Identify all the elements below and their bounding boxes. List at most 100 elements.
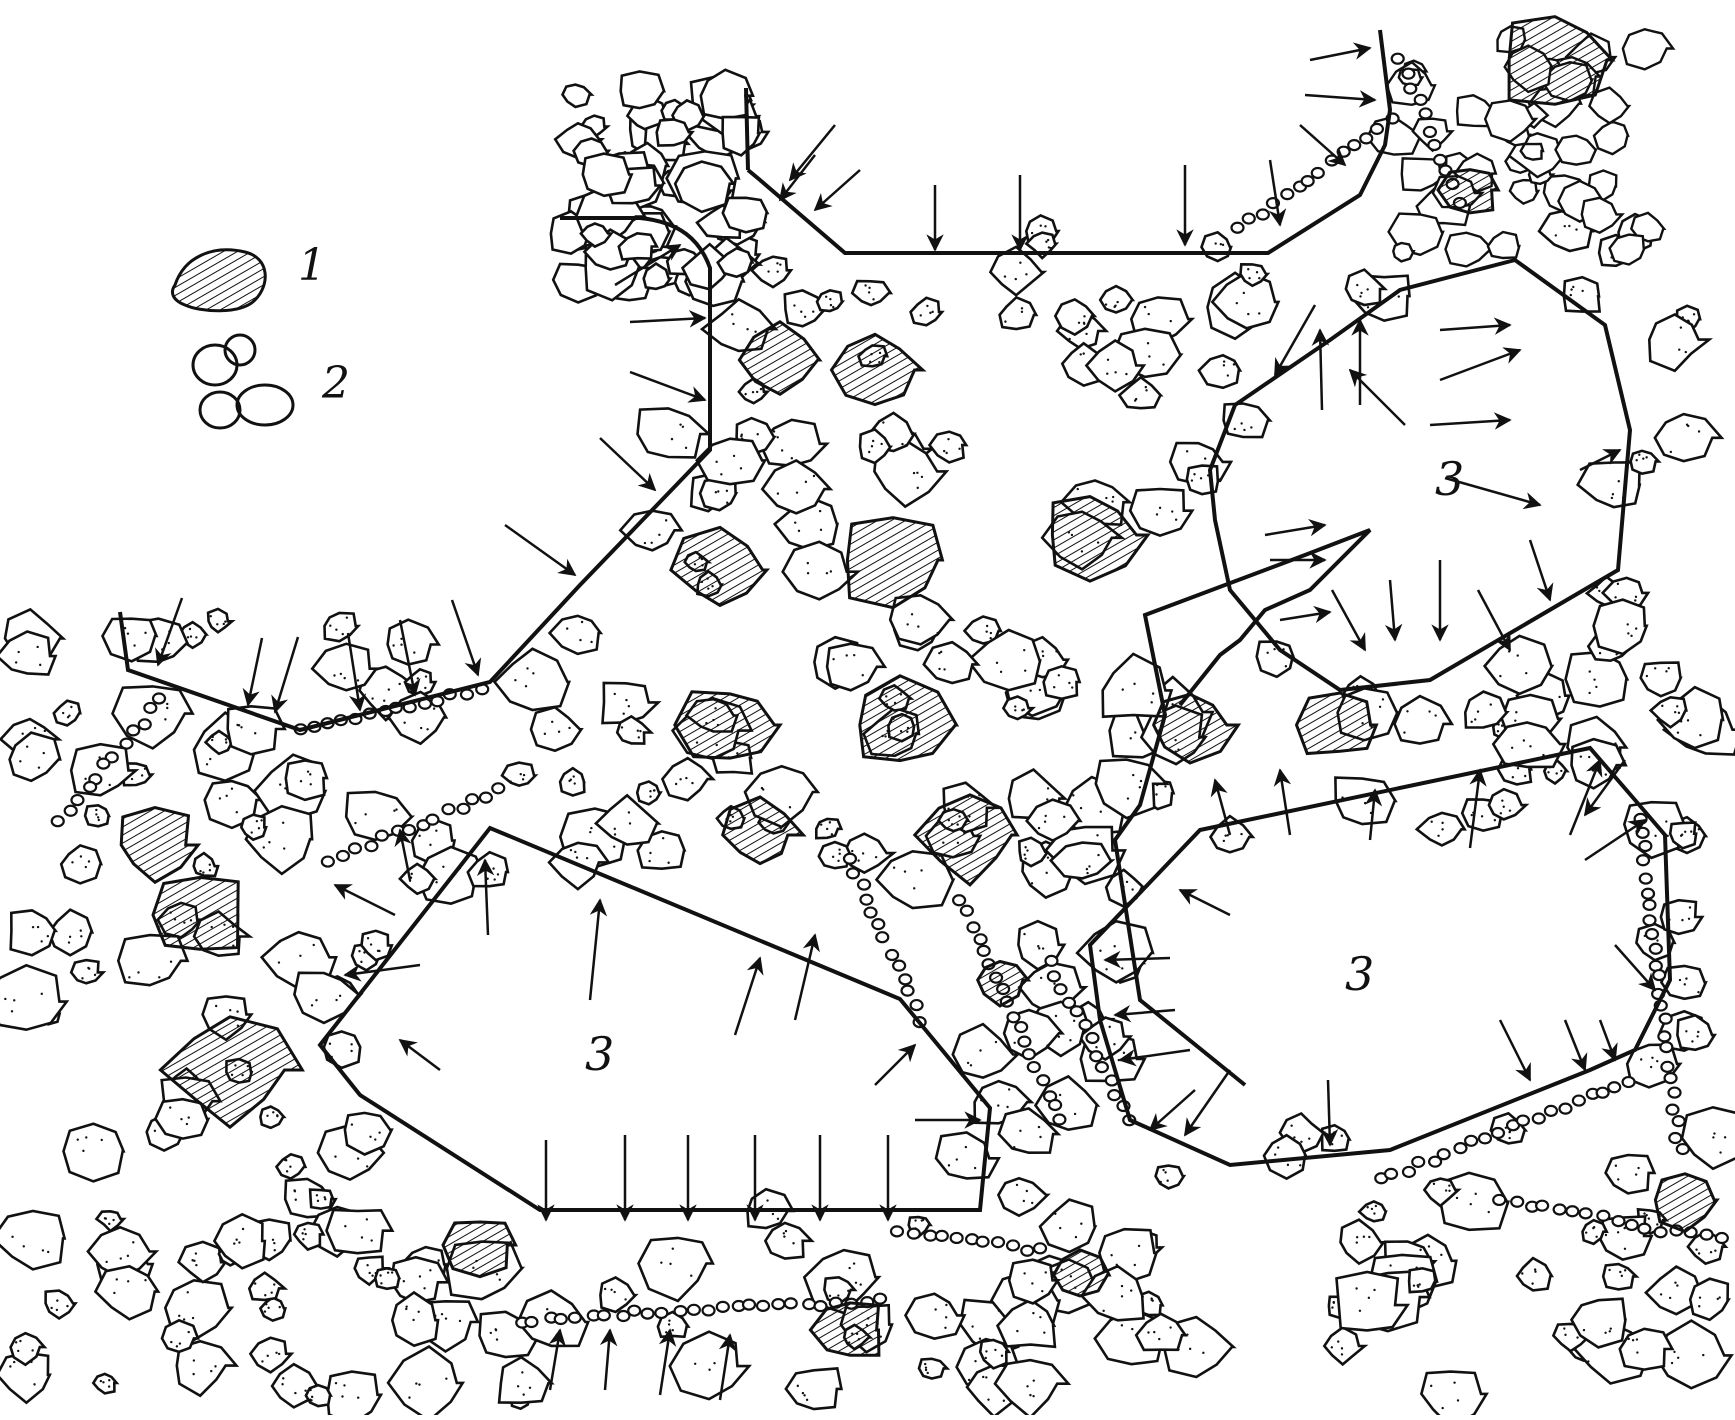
stipple-dot [759,387,763,391]
stipple-dot [442,865,445,868]
stipple-dot [670,437,674,441]
stipple-dot [1634,1173,1638,1176]
grain [239,813,268,842]
stipple-dot [1032,1394,1035,1398]
stipple-dot [233,1242,236,1245]
stipple-dot [966,1061,970,1065]
stipple-dot [824,295,828,298]
stipple-dot [365,1218,369,1221]
stipple-dot [1079,353,1082,356]
stipple-dot [415,684,418,687]
stipple-dot [1155,793,1158,796]
grain [1482,634,1555,696]
bead [1648,942,1663,955]
pressure-arrow [1579,448,1622,472]
stipple-dot [637,736,641,739]
stipple-dot [1695,1248,1698,1251]
grain [175,1339,240,1398]
stipple-dot [1609,1327,1612,1330]
stipple-dot [969,1064,973,1067]
stipple-dot [95,808,98,812]
stipple-dot [649,795,652,798]
stipple-dot [828,821,832,824]
stipple-dot [61,711,65,715]
stipple-dot [402,1280,406,1283]
grain [615,714,655,745]
grain [292,1221,326,1252]
stipple-dot [1039,1135,1042,1139]
hatched-grain [119,805,202,885]
pressure-arrow [450,599,482,677]
stipple-dot [1120,1324,1124,1327]
stipple-dot [1083,315,1086,318]
stipple-dot [299,779,303,783]
stipple-dot [1709,1250,1713,1254]
stipple-dot [1333,1131,1336,1134]
grain [922,640,981,685]
stipple-dot [882,421,885,424]
grain [673,160,737,214]
stipple-dot [1489,703,1492,706]
bead [1300,174,1315,188]
stipple-dot [794,521,797,524]
stipple-dot [979,1049,982,1052]
stipple-dot [1299,1164,1302,1167]
grain [0,630,58,676]
stipple-dot [636,729,640,732]
stipple-dot [1441,828,1444,831]
stipple-dot [1508,1136,1511,1140]
stipple-dot [1616,1231,1620,1234]
stipple-dot [1099,949,1102,952]
stipple-dot [574,850,577,854]
stipple-dot [1106,358,1110,361]
bead [1005,1239,1021,1252]
pressure-arrow [788,124,836,182]
stipple-dot [543,732,547,736]
pressure-arrow [155,597,184,667]
stipple-dot [1651,1056,1654,1060]
stipple-dot [255,819,259,823]
stipple-dot [854,1281,858,1284]
stipple-dot [304,1232,307,1236]
grain [966,628,1042,692]
stipple-dot [1444,1189,1448,1192]
grain [1262,1133,1308,1181]
stipple-dot [398,682,401,686]
stipple-dot [1515,711,1518,714]
stipple-dot [178,1342,182,1345]
stipple-dot [1697,828,1701,831]
stipple-dot [283,847,286,850]
stipple-dot [1133,399,1137,402]
stipple-dot [1105,496,1108,500]
bead [884,948,900,962]
stipple-dot [1623,1269,1627,1272]
stipple-dot [343,676,346,680]
stipple-dot [107,1385,111,1388]
stipple-dot [1133,682,1136,686]
pressure-arrow [1178,888,1231,917]
bead [1531,1112,1546,1125]
stipple-dot [294,1391,297,1395]
stipple-dot [214,1004,218,1008]
stipple-dot [279,783,282,786]
stipple-dot [1374,1204,1378,1208]
bead [1017,1035,1032,1048]
stipple-dot [653,789,656,792]
stipple-dot [1474,1192,1477,1196]
stipple-dot [943,668,946,671]
stipple-dot [419,726,423,730]
stipple-dot [123,626,127,630]
grain [1154,1164,1187,1190]
stipple-dot [1514,719,1517,722]
grain [259,1105,287,1130]
grain [637,1236,715,1303]
stipple-dot [801,1391,805,1395]
grain [69,958,107,985]
bead [1464,1134,1479,1147]
stipple-dot [413,651,416,654]
stipple-dot [648,859,651,863]
bead [1571,1094,1586,1107]
stipple-dot [383,699,386,702]
stipple-dot [776,262,779,265]
stipple-dot [664,1331,668,1334]
